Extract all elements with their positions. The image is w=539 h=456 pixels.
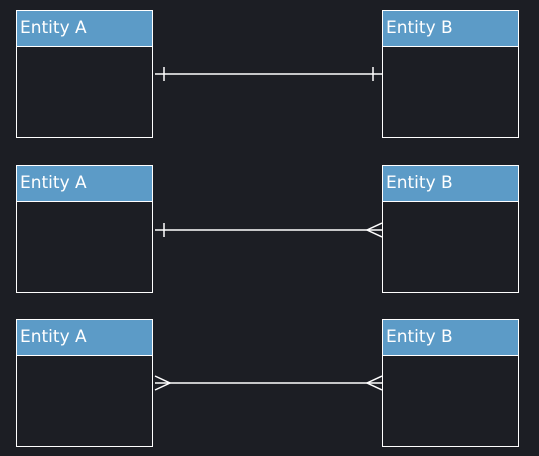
- relationship-many-to-many[interactable]: [154, 375, 383, 391]
- entity-b-header: Entity B: [383, 166, 518, 202]
- relationship-one-to-many[interactable]: [155, 222, 383, 238]
- entity-b-box[interactable]: Entity B: [382, 319, 519, 447]
- entity-b-box[interactable]: Entity B: [382, 10, 519, 138]
- relationship-one-to-one[interactable]: [155, 67, 382, 81]
- entity-a-box[interactable]: Entity A: [16, 319, 153, 447]
- many-marker-b: [365, 375, 383, 391]
- entity-b-header: Entity B: [383, 11, 518, 47]
- entity-a-header: Entity A: [17, 166, 152, 202]
- entity-b-header: Entity B: [383, 320, 518, 356]
- many-marker-a: [154, 375, 172, 391]
- many-marker-b: [365, 222, 383, 238]
- entity-a-header: Entity A: [17, 320, 152, 356]
- entity-a-box[interactable]: Entity A: [16, 165, 153, 293]
- entity-a-header: Entity A: [17, 11, 152, 47]
- entity-a-box[interactable]: Entity A: [16, 10, 153, 138]
- entity-b-box[interactable]: Entity B: [382, 165, 519, 293]
